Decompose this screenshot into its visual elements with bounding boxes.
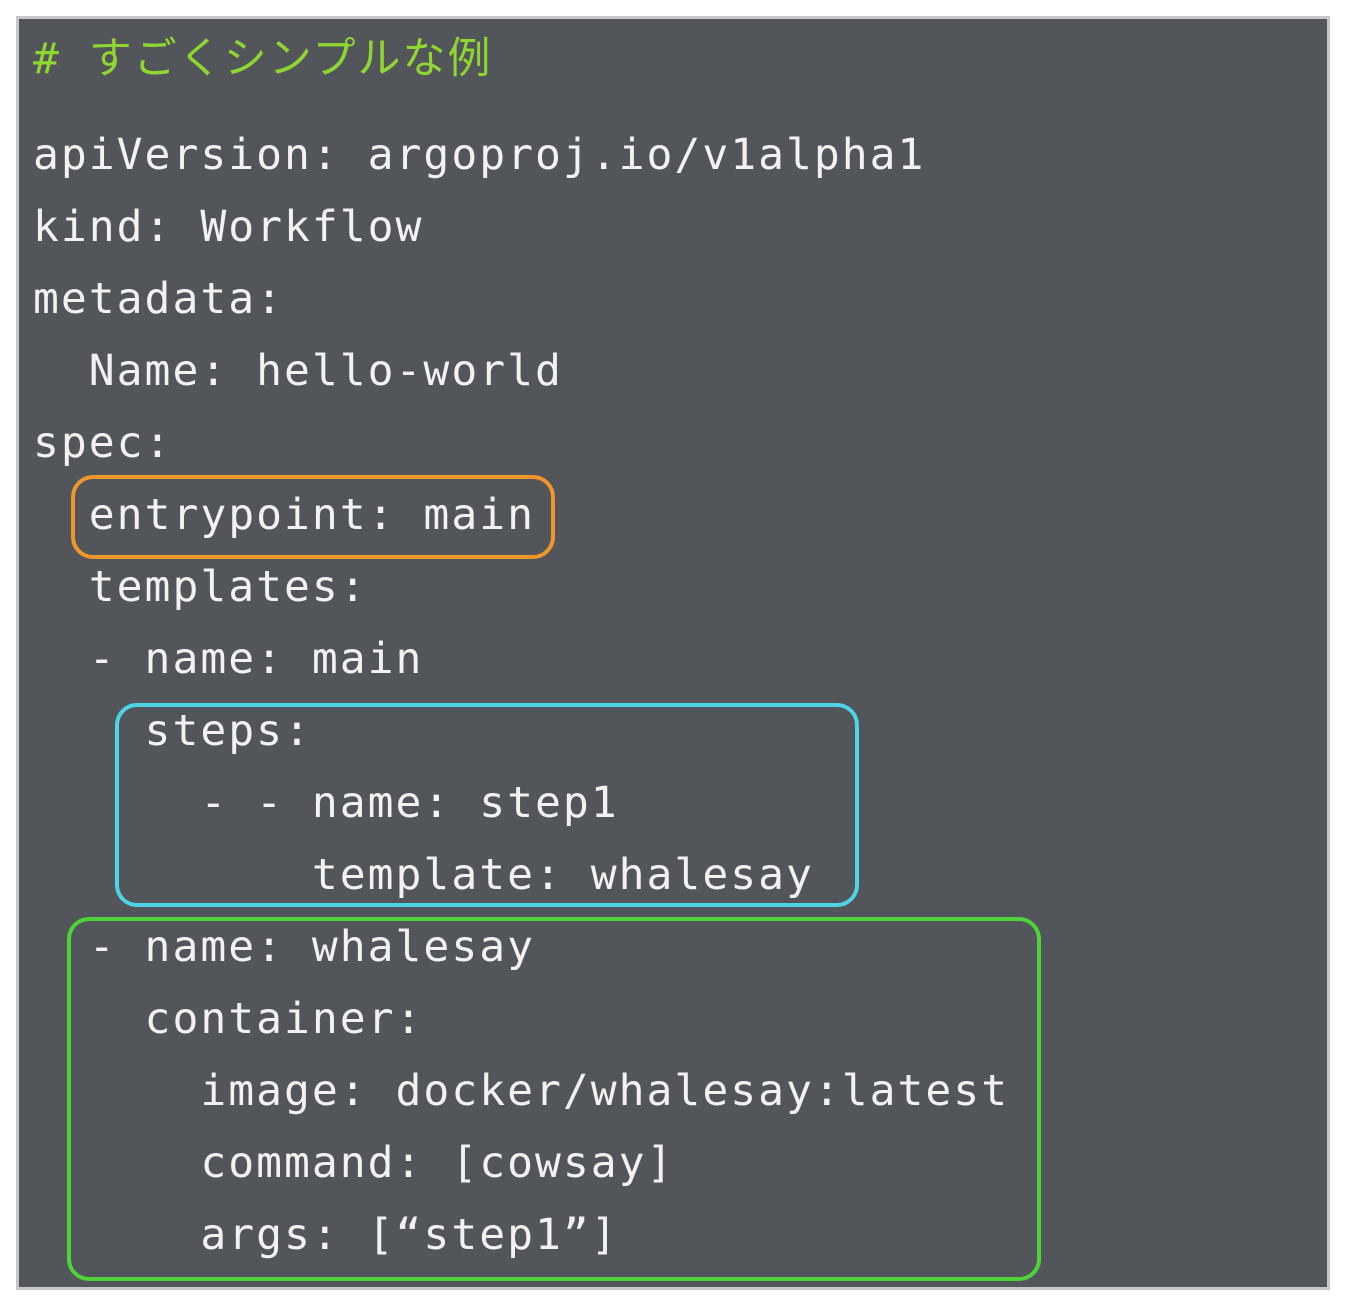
whalesay-template-highlight-box [67,917,1041,1281]
code-line-api-version: apiVersion: argoproj.io/v1alpha1 [33,130,926,180]
steps-highlight-box [115,703,859,907]
code-line-step1-template: template: whalesay [33,850,814,900]
code-line-template-whalesay: - name: whalesay [33,922,535,972]
code-line-kind: kind: Workflow [33,202,424,252]
code-line-step1-name: - - name: step1 [33,778,619,828]
entrypoint-highlight-box [71,475,555,559]
code-line-templates: templates: [33,562,368,612]
code-line-name: Name: hello-world [33,346,563,396]
code-line-entrypoint: entrypoint: main [33,490,535,540]
code-line-template-main: - name: main [33,634,424,684]
code-line-image: image: docker/whalesay:latest [33,1066,1010,1116]
code-line-metadata: metadata: [33,274,284,324]
code-line-spec: spec: [33,418,173,468]
code-line-args: args: [“step1”] [33,1210,619,1260]
code-line-steps: steps: [33,706,312,756]
code-comment: # すごくシンプルな例 [33,34,493,84]
code-line-command: command: [cowsay] [33,1138,675,1188]
code-panel: # すごくシンプルな例 apiVersion: argoproj.io/v1al… [16,16,1330,1290]
code-line-container: container: [33,994,424,1044]
